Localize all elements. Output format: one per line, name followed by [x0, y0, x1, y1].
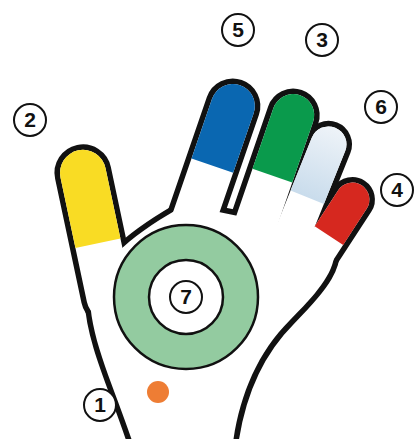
index-tip: [192, 78, 261, 173]
callout-number: 4: [380, 173, 414, 207]
hand-fill: [56, 78, 376, 439]
little-tip: [315, 176, 376, 245]
fingertips: [56, 78, 376, 248]
thumb-tip: [56, 146, 121, 248]
callout-number: 3: [305, 23, 339, 57]
wrist-dot: [147, 381, 169, 403]
palm-ring: [114, 225, 258, 369]
callout-number: 5: [221, 13, 255, 47]
callout-number: 6: [364, 90, 398, 124]
palm-centre: [149, 260, 223, 334]
callout-number: 7: [169, 280, 203, 314]
callout-number: 2: [13, 103, 47, 137]
hand-outline: [56, 78, 376, 439]
callout-number: 1: [83, 388, 117, 422]
